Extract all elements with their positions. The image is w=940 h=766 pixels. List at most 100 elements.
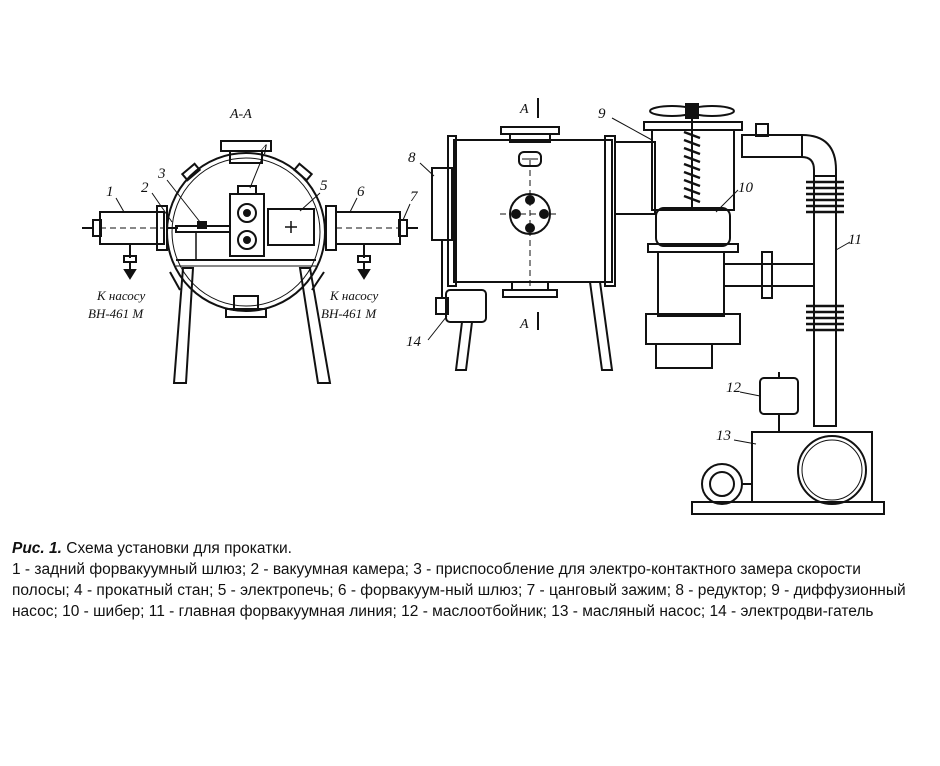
chamber-top-neck <box>509 133 551 143</box>
leader-11 <box>835 241 851 251</box>
legend-item-3: 3 - приспособление для электро-контактно… <box>12 561 861 599</box>
pump-right-line2: ВН-461 М <box>321 306 377 321</box>
diagram-svg: А-А <box>82 98 885 515</box>
chamber-top-flange <box>500 126 560 135</box>
port-upper-left <box>180 162 202 182</box>
callout-10: 10 <box>738 180 754 196</box>
electric-furnace <box>267 208 315 246</box>
pump-arrow-right <box>357 269 371 280</box>
pump-right-line1: К насосу <box>329 288 378 303</box>
legend-item-14: 14 - электродви-гатель <box>709 603 874 620</box>
rolling-mill-top <box>237 185 257 195</box>
leader-2 <box>151 192 173 223</box>
legend-item-1: 1 - задний форвакуумный шлюз; <box>12 561 247 578</box>
caption-title-line: Рис. 1. Схема установки для прокатки. <box>12 538 917 559</box>
legend-item-13: 13 - масляный насос; <box>551 603 706 620</box>
pump-motor <box>701 463 743 505</box>
middle-horizontal-pipe <box>723 263 815 287</box>
mill-roll-bottom-axle <box>243 236 251 244</box>
legend-item-11: 11 - главная форвакуумная линия; <box>148 603 397 620</box>
callout-4: 4 <box>260 142 268 158</box>
pump-left-line2: ВН-461 М <box>88 306 144 321</box>
installation-diagram: А-А <box>82 98 885 515</box>
mill-roll-top <box>237 203 257 223</box>
electric-motor <box>445 289 487 323</box>
leader-13 <box>733 439 757 445</box>
callout-8: 8 <box>408 150 416 166</box>
pump-stack: 9 10 11 12 13 <box>598 103 885 515</box>
leader-12 <box>739 391 761 397</box>
callout-1: 1 <box>106 184 114 200</box>
callout-14: 14 <box>406 334 422 350</box>
leader-1 <box>115 197 125 213</box>
leader-5 <box>299 192 321 212</box>
leader-4 <box>249 155 264 189</box>
mill-roll-top-axle <box>243 209 251 217</box>
pump-bottom <box>655 343 713 369</box>
callout-6: 6 <box>357 184 365 200</box>
figure-number: Рис. 1. <box>12 540 62 557</box>
upper-valve <box>755 123 769 137</box>
handwheel-hub <box>685 103 699 119</box>
leg-right <box>298 267 332 384</box>
chamber-leg-left <box>454 321 474 371</box>
caption-legend: 1 - задний форвакуумный шлюз; 2 - вакуум… <box>12 559 917 622</box>
fore-lock-flange <box>325 205 337 251</box>
bottom-neck <box>233 295 259 311</box>
bottom-flange <box>225 308 267 318</box>
legend-item-8: 8 - редуктор; <box>675 582 767 599</box>
top-neck <box>229 150 263 164</box>
leg-brace-left <box>169 271 181 291</box>
leader-6 <box>349 197 358 213</box>
leader-9 <box>611 117 653 141</box>
section-view-aa: А-А <box>82 107 419 384</box>
callout-12: 12 <box>726 380 742 396</box>
pump-arrow-left <box>123 269 137 280</box>
oil-separator <box>759 377 799 415</box>
vacuum-chamber <box>453 139 613 283</box>
callout-13: 13 <box>716 428 731 444</box>
chamber-right-flange <box>604 135 616 287</box>
section-mark-bottom: А <box>519 317 529 332</box>
pump-valve-left <box>123 255 137 263</box>
legend-item-4: 4 - прокатный стан; <box>74 582 214 599</box>
oil-pump-flywheel <box>797 435 867 505</box>
chamber-left-flange <box>447 135 457 287</box>
callout-9: 9 <box>598 106 606 122</box>
legend-item-2: 2 - вакуумная камера; <box>250 561 409 578</box>
pump-heater-block <box>645 313 741 345</box>
callout-3: 3 <box>157 166 166 182</box>
leader-14 <box>427 315 448 341</box>
legend-item-10: 10 - шибер; <box>62 603 145 620</box>
gate-valve <box>655 207 731 247</box>
pump-motor-inner <box>709 471 735 497</box>
chamber-bottom-flange <box>502 289 558 298</box>
leader-10 <box>715 189 739 213</box>
port-upper-right <box>292 162 314 182</box>
chamber-inner-circle <box>171 157 321 307</box>
legend-item-9: 9 - диффузионный насос; <box>12 582 906 620</box>
chamber-leg-right <box>588 281 614 371</box>
legend-item-7: 7 - цанговый зажим; <box>526 582 672 599</box>
callout-2: 2 <box>141 180 149 196</box>
section-mark-top: А <box>519 102 529 117</box>
leader-8 <box>419 162 435 177</box>
pump-base <box>691 501 885 515</box>
legend-item-5: 5 - электропечь; <box>217 582 334 599</box>
callout-5: 5 <box>320 178 328 194</box>
main-forevacuum-line <box>813 175 837 427</box>
figure-caption: Рис. 1. Схема установки для прокатки. 1 … <box>12 538 917 622</box>
chamber-side-view: А А <box>406 98 656 371</box>
speed-measure-contact <box>197 221 207 229</box>
leader-3 <box>166 179 201 223</box>
legend-item-12: 12 - маслоотбойник; <box>401 603 547 620</box>
leg-brace-right <box>311 271 325 291</box>
upper-horizontal-pipe <box>741 134 803 158</box>
callout-11: 11 <box>848 232 862 248</box>
screw-thread <box>683 130 701 204</box>
pipe-elbow <box>801 134 837 177</box>
section-label: А-А <box>229 107 252 122</box>
leader-7 <box>402 203 411 221</box>
bellows-upper <box>806 180 844 214</box>
lower-pump-body <box>657 251 725 317</box>
